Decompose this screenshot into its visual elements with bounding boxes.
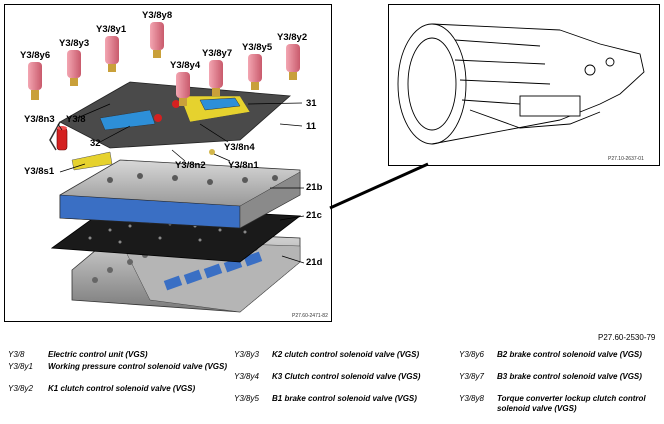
- callout-y3-8y5: Y3/8y5: [242, 42, 273, 53]
- electric-control-unit-y3-8: [49, 81, 291, 151]
- legend-code: Y3/8y4: [234, 372, 259, 381]
- solenoid-valves: [28, 22, 300, 106]
- callout-y3-8s1: Y3/8s1: [24, 166, 55, 177]
- callout-31: 31: [306, 98, 317, 109]
- solenoid-y3-8y6: [28, 62, 42, 100]
- legend-desc: Electric control unit (VGS): [48, 350, 148, 359]
- callout-y3-8n2: Y3/8n2: [175, 160, 206, 171]
- callout-y3-8n1: Y3/8n1: [228, 160, 259, 171]
- solenoid-y3-8y4: [176, 72, 190, 106]
- legend-desc: Torque converter lockup clutch control s…: [497, 394, 646, 413]
- callout-y3-8y4: Y3/8y4: [170, 60, 201, 71]
- legend-code: Y3/8y8: [459, 394, 484, 403]
- figure-ref: P27.60-2530-79: [598, 333, 656, 342]
- intermediate-plate-21b: [59, 159, 301, 229]
- legend-code: Y3/8y2: [8, 384, 33, 393]
- callout-y3-8y2: Y3/8y2: [277, 32, 308, 43]
- callout-y3-8n3: Y3/8n3: [24, 114, 55, 125]
- main-figure-ref: P27.60-2471-82: [292, 313, 328, 319]
- callout-21c: 21c: [306, 210, 322, 221]
- pin-y3-8n1: [209, 149, 215, 155]
- solenoid-y3-8y3: [67, 50, 81, 86]
- callout-y3-8y6: Y3/8y6: [20, 50, 51, 61]
- callout-21b: 21b: [306, 182, 323, 193]
- legend-desc: K1 clutch control solenoid valve (VGS): [48, 384, 196, 393]
- legend-code: Y3/8y7: [459, 372, 484, 381]
- legend-code: Y3/8y3: [234, 350, 259, 359]
- transmission-inset-frame: [388, 4, 660, 166]
- legend-code: Y3/8y1: [8, 362, 33, 371]
- legend-desc: B1 brake control solenoid valve (VGS): [272, 394, 417, 403]
- callout-y3-8y1: Y3/8y1: [96, 24, 127, 35]
- callout-y3-8: Y3/8: [66, 114, 86, 125]
- legend-code: Y3/8y6: [459, 350, 484, 359]
- rpm-sensors: [56, 100, 180, 151]
- transmission-outline: [397, 23, 645, 145]
- legend-desc: K3 Clutch control solenoid valve (VGS): [272, 372, 421, 381]
- callout-y3-8y8: Y3/8y8: [142, 10, 173, 21]
- legend-desc: Working pressure control solenoid valve …: [48, 362, 228, 371]
- solenoid-y3-8y1: [105, 36, 119, 72]
- legend-desc: B2 brake control solenoid valve (VGS): [497, 350, 642, 359]
- solenoid-y3-8y5: [248, 54, 262, 90]
- solenoid-y3-8y8: [150, 22, 164, 58]
- speed-sensor-y3-8s1: [71, 151, 113, 171]
- solenoid-y3-8y7: [209, 60, 223, 96]
- legend-desc: K2 clutch control solenoid valve (VGS): [272, 350, 420, 359]
- callout-y3-8y3: Y3/8y3: [59, 38, 90, 49]
- solenoid-y3-8y2: [286, 44, 300, 80]
- callout-11: 11: [306, 121, 317, 132]
- callout-21d: 21d: [306, 257, 323, 268]
- callout-32: 32: [90, 138, 101, 149]
- callout-y3-8y7: Y3/8y7: [202, 48, 233, 59]
- legend-desc: B3 brake control solenoid valve (VGS): [497, 372, 642, 381]
- connector-line: [329, 162, 429, 210]
- callout-y3-8n4: Y3/8n4: [224, 142, 255, 153]
- legend-code: Y3/8: [8, 350, 25, 359]
- legend-code: Y3/8y5: [234, 394, 259, 403]
- inset-figure-ref: P27.10-2637-01: [608, 156, 644, 162]
- leader-lines: [57, 102, 305, 264]
